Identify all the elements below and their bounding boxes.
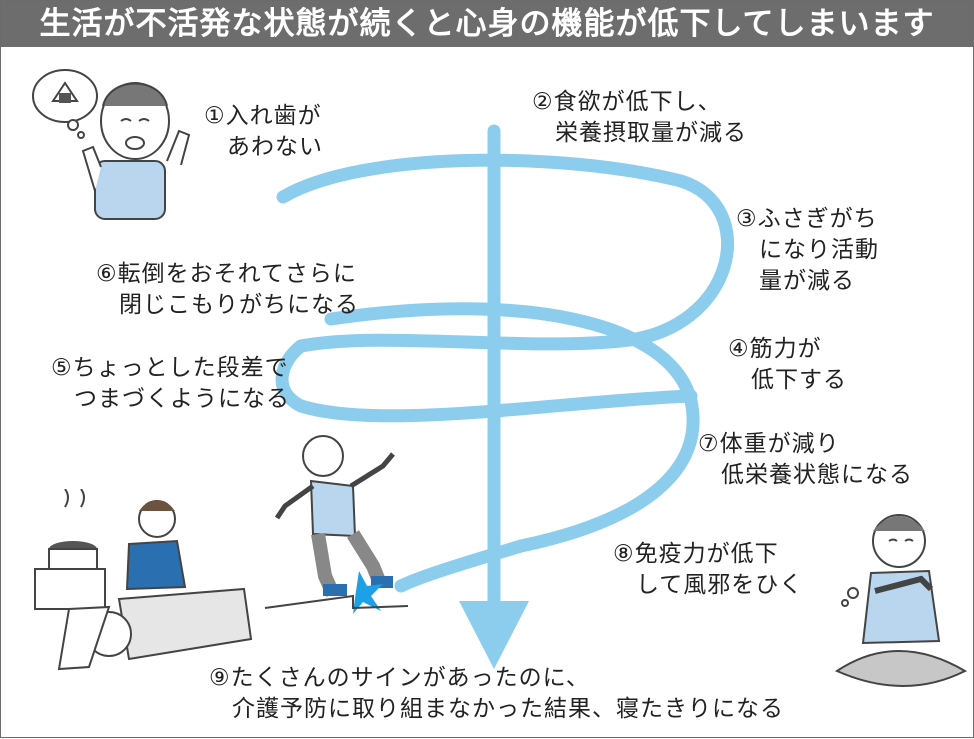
step-9: ⑨たくさんのサインがあったのに、介護予防に取り組まなかった結果、寝たきりになる	[209, 665, 784, 722]
elderly-man-falling-on-step	[264, 435, 408, 614]
step-8: ⑧免疫力が低下して風邪をひく	[613, 541, 804, 598]
step-6: ⑥転倒をおそれてさらに閉じこもりがちになる	[96, 261, 359, 318]
step-7: ⑦体重が減り低栄養状態になる	[698, 431, 913, 488]
spiral-loop-1	[276, 153, 734, 353]
step-5: ⑤ちょっとした段差でつまづくようになる	[51, 355, 290, 412]
spiral-loop-3	[275, 339, 698, 423]
step-1: ①入れ歯があわない	[204, 103, 323, 160]
elderly-man-loose-dentures	[32, 69, 191, 220]
bedridden-person-with-caregiver	[34, 489, 253, 671]
impact-burst-icon	[353, 571, 383, 614]
arrow-head	[459, 601, 529, 669]
step-4: ④筋力が低下する	[728, 336, 847, 393]
page-title: 生活が不活発な状態が続くと心身の機能が低下してしまいます	[1, 1, 973, 47]
step-2: ②食欲が低下し、栄養摂取量が減る	[532, 89, 747, 146]
spiral-loop-2	[324, 302, 700, 593]
step-3: ③ふさぎがちになり活動量が減る	[736, 206, 879, 294]
elderly-man-with-cold	[834, 514, 968, 687]
